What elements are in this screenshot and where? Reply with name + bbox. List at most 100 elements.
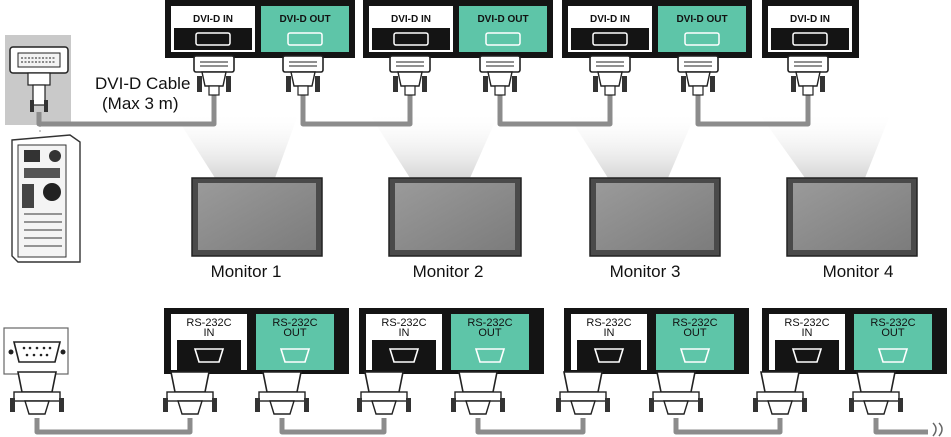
rs232-panels: RS-232CINRS-232COUTRS-232CINRS-232COUTRS… xyxy=(164,308,947,374)
monitor-label: Monitor 1 xyxy=(211,262,282,281)
rs232-out-label: RS-232C xyxy=(467,317,512,329)
rs232-in-label: RS-232C xyxy=(586,317,631,329)
dvi-out-port-icon xyxy=(287,32,323,46)
rs232-in-sublabel: IN xyxy=(802,327,813,339)
serial-port-icon xyxy=(8,341,66,363)
dvi-out-port-icon xyxy=(485,32,521,46)
dvi-in-port-icon xyxy=(592,32,628,46)
rs232-cable-m2-to-m3 xyxy=(475,418,586,435)
dvi-out-port-icon xyxy=(684,32,720,46)
dvi-plug-icon xyxy=(677,55,719,96)
rs232-in-label: RS-232C xyxy=(784,317,829,329)
rs232-out-label: RS-232C xyxy=(870,317,915,329)
monitor-2: Monitor 2 xyxy=(388,177,522,281)
beam-1 xyxy=(175,115,298,178)
monitors: Monitor 1 Monitor 2 Monitor 3 Monitor 4 xyxy=(191,177,918,281)
dvi-panel-4: DVI-D IN xyxy=(762,0,859,58)
dvi-cable-m3-to-m4 xyxy=(695,95,811,127)
rs232-plug-icon xyxy=(255,371,309,415)
rs232-source xyxy=(3,327,69,375)
dvi-panel-1: DVI-D IN DVI-D OUT xyxy=(165,0,355,58)
rs232-in-port-icon xyxy=(791,348,823,363)
rs232-out-port-icon xyxy=(279,348,311,363)
rs232-in-sublabel: IN xyxy=(604,327,615,339)
dvi-in-label: DVI-D IN xyxy=(590,14,630,25)
monitor-screen xyxy=(395,183,515,250)
pc-source xyxy=(5,35,81,263)
rs232-out-label: RS-232C xyxy=(272,317,317,329)
dvi-plug-icon xyxy=(589,55,631,96)
dvi-plug-icon xyxy=(389,55,431,96)
dvi-plug-icon xyxy=(479,55,521,96)
dvi-plugs xyxy=(193,55,829,96)
rs232-cable-pc-to-m1 xyxy=(34,418,193,435)
monitor-label: Monitor 3 xyxy=(610,262,681,281)
beam-3 xyxy=(568,115,695,178)
rs232-cable-m1-to-m2 xyxy=(279,418,387,435)
rs232-plug-icon xyxy=(649,371,703,415)
rs232-plug-icon xyxy=(357,371,411,415)
dvi-in-label: DVI-D IN xyxy=(391,14,431,25)
rs232-out-sublabel: OUT xyxy=(881,327,905,339)
rs232-out-port-icon xyxy=(474,348,506,363)
dvi-panels: DVI-D IN DVI-D OUT DVI-D IN DVI-D OUT DV… xyxy=(165,0,859,58)
dvi-out-label: DVI-D OUT xyxy=(676,14,727,25)
rs232-cable-continue xyxy=(873,418,928,435)
rs232-cables xyxy=(34,418,928,435)
rs232-out-sublabel: OUT xyxy=(283,327,307,339)
dvi-in-port-icon xyxy=(195,32,231,46)
beam-2 xyxy=(370,115,498,178)
rs232-in-label: RS-232C xyxy=(381,317,426,329)
pc-tower-icon xyxy=(11,134,81,263)
dvi-in-label: DVI-D IN xyxy=(193,14,233,25)
dvi-cable-m1-to-m2 xyxy=(300,95,413,127)
beams xyxy=(175,115,890,178)
dvi-in-port-icon xyxy=(393,32,429,46)
rs232-in-sublabel: IN xyxy=(399,327,410,339)
rs232-plugs xyxy=(10,371,903,415)
dvi-cables xyxy=(36,95,811,127)
rs232-out-sublabel: OUT xyxy=(683,327,707,339)
rs232-plug-icon xyxy=(849,371,903,415)
rs232-plug-icon xyxy=(10,371,64,415)
rs232-plug-icon xyxy=(556,371,610,415)
rs232-out-label: RS-232C xyxy=(672,317,717,329)
dvi-panel-2: DVI-D IN DVI-D OUT xyxy=(363,0,553,58)
dvi-plug-icon xyxy=(193,55,235,96)
rs232-out-sublabel: OUT xyxy=(478,327,502,339)
monitor-label: Monitor 4 xyxy=(823,262,894,281)
monitor-screen xyxy=(793,183,911,250)
dvi-cable-note: (Max 3 m) xyxy=(102,94,179,113)
rs232-in-port-icon xyxy=(193,348,225,363)
monitor-label: Monitor 2 xyxy=(413,262,484,281)
dvi-panel-3: DVI-D IN DVI-D OUT xyxy=(562,0,752,58)
monitor-screen xyxy=(198,183,316,250)
rs232-cable-m3-to-m4 xyxy=(673,418,783,435)
rs232-in-port-icon xyxy=(593,348,625,363)
dvi-in-label: DVI-D IN xyxy=(790,14,830,25)
monitor-screen xyxy=(596,183,714,250)
rs232-in-sublabel: IN xyxy=(204,327,215,339)
rs232-in-label: RS-232C xyxy=(186,317,231,329)
continue-arrow-icon xyxy=(932,422,943,437)
dvi-in-port-icon xyxy=(792,32,828,46)
monitor-1: Monitor 1 xyxy=(191,177,323,281)
dvi-plug-icon xyxy=(282,55,324,96)
dvi-cable-pc-to-monitor1 xyxy=(36,95,217,127)
rs232-out-port-icon xyxy=(877,348,909,363)
dvi-plug-icon xyxy=(787,55,829,96)
rs232-out-port-icon xyxy=(679,348,711,363)
monitor-3: Monitor 3 xyxy=(589,177,721,281)
rs232-plug-icon xyxy=(753,371,807,415)
rs232-in-port-icon xyxy=(388,348,420,363)
pc-dvi-connector-icon xyxy=(9,46,69,112)
dvi-out-label: DVI-D OUT xyxy=(477,14,528,25)
beam-4 xyxy=(760,115,890,178)
dvi-out-label: DVI-D OUT xyxy=(279,14,330,25)
rs232-plug-icon xyxy=(451,371,505,415)
